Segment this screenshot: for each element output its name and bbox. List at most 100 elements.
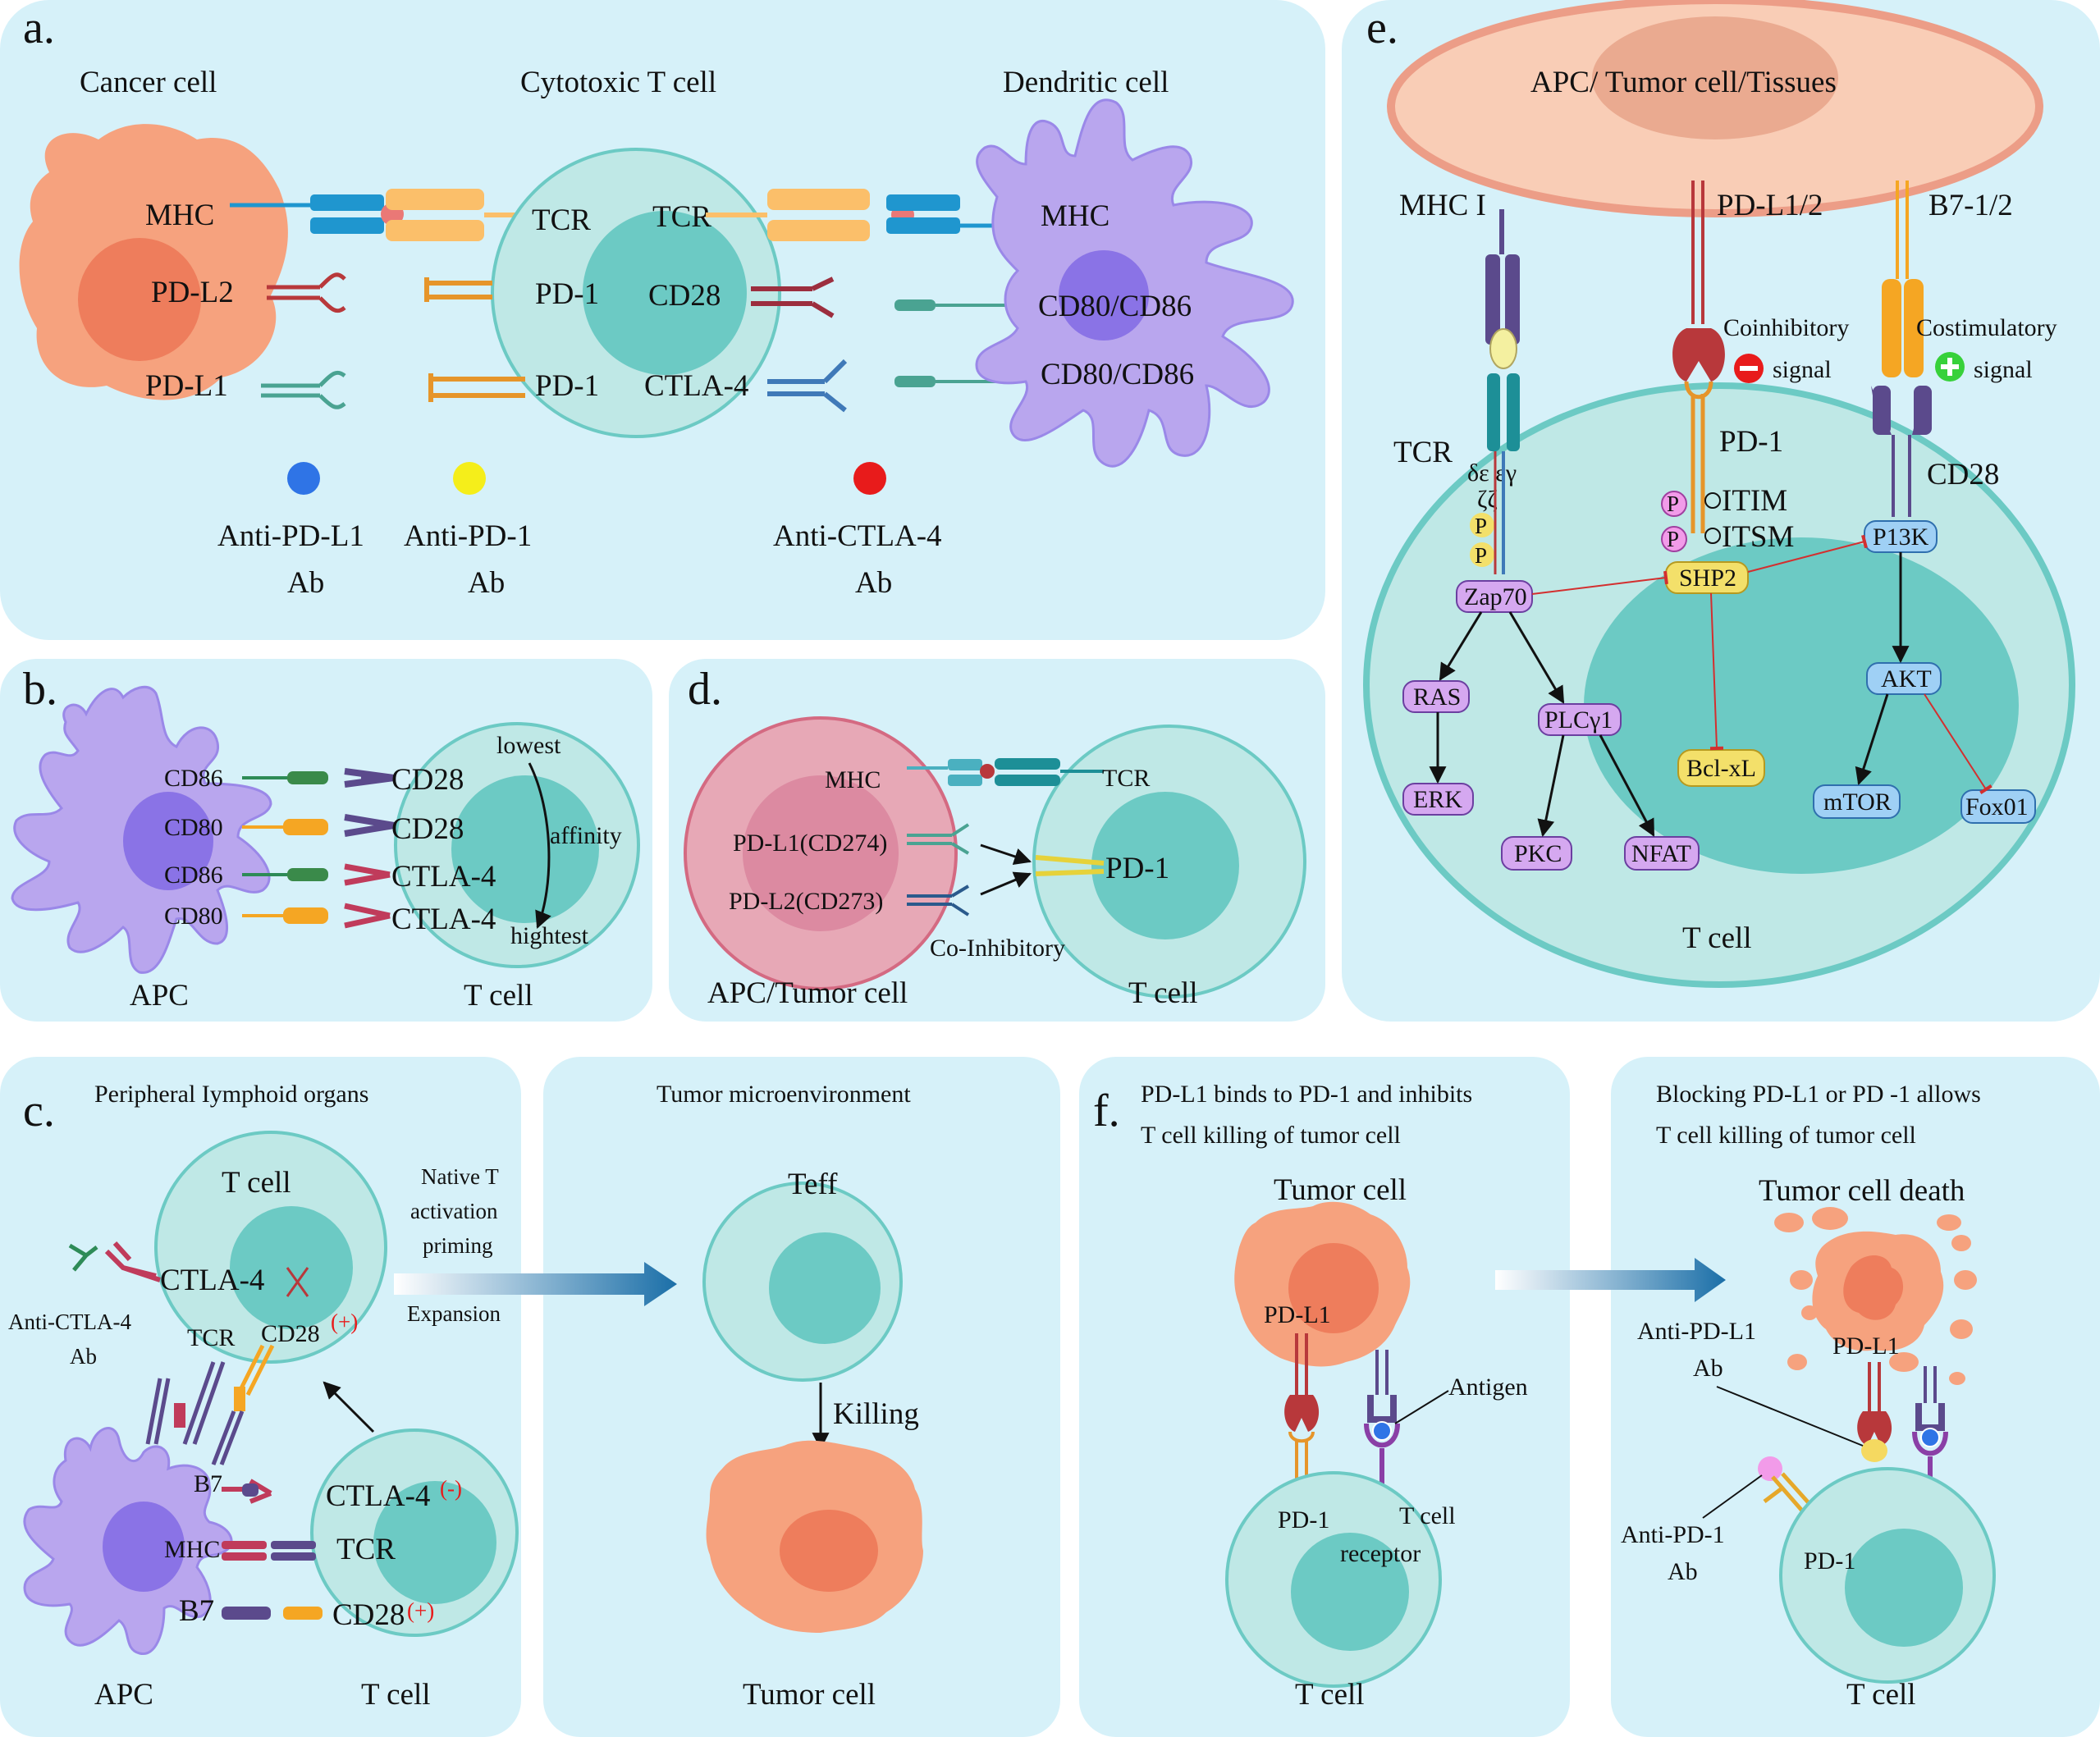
label-erk: ERK: [1413, 786, 1462, 813]
b-label-t-cell: T cell: [464, 979, 533, 1012]
cancer-cell-title: Cancer cell: [80, 66, 217, 99]
itsm-circle-icon: [1704, 528, 1721, 544]
c-label-apc: APC: [94, 1678, 153, 1712]
e-t-cell-nucleus: [1584, 537, 2019, 874]
p-badge-1: [1470, 513, 1494, 537]
c-label-ctla4-top: CTLA-4: [160, 1264, 264, 1297]
p-itim-badge: [1661, 491, 1687, 517]
c-anti-ctla4-antibody: [68, 1243, 98, 1272]
label-coinhibitory: Coinhibitory: [1723, 314, 1849, 341]
label-tcr-right: TCR: [652, 200, 711, 234]
cytotoxic-t-cell-nucleus: [583, 211, 747, 375]
pdl12-ligand: [1672, 328, 1725, 382]
legend-anti-pd1-ab: Ab: [468, 566, 505, 600]
c-label-tcr-mid: TCR: [336, 1533, 396, 1566]
d-label-apc-tumor: APC/Tumor cell: [707, 976, 908, 1010]
label-pd1-top: PD-1: [535, 277, 599, 311]
label-fox01: Fox01: [1965, 793, 2029, 821]
mhc-right-receptor: [886, 194, 960, 211]
anti-ctla4-dot: [853, 462, 886, 495]
f-label-anti-pd1: Anti-PD-1: [1621, 1521, 1725, 1548]
d-label-pd1: PD-1: [1105, 852, 1169, 885]
label-bclxl: Bcl-xL: [1686, 755, 1756, 782]
label-zap70: Zap70: [1464, 583, 1527, 610]
panel-d-letter: d.: [688, 664, 722, 715]
pdl2-ligand: [267, 272, 346, 313]
d-mhc-receptor: [948, 759, 982, 770]
b-label-cd80-2: CD80: [164, 903, 223, 930]
legend-anti-pd1: Anti-PD-1: [404, 519, 532, 553]
d-antigen: [980, 764, 995, 779]
f-label-pdl1-right: PD-L1: [1832, 1332, 1900, 1360]
b-label-cd86-2: CD86: [164, 862, 223, 889]
b-label-cd80-1: CD80: [164, 814, 223, 841]
f-left-title-2: T cell killing of tumor cell: [1141, 1122, 1401, 1149]
mhc-left-receptor: [310, 194, 384, 211]
d-tcr-receptor: [995, 758, 1060, 770]
legend-anti-ctla4-ab: Ab: [855, 566, 892, 600]
c-minus-mid: (-): [440, 1476, 462, 1501]
label-cd80-86-bottom: CD80/CD86: [1041, 358, 1194, 391]
mhc1-receptor: [1485, 254, 1500, 345]
node-mtor: [1813, 784, 1901, 819]
label-tcr-e: TCR: [1393, 436, 1453, 469]
c-gradient-arrow: [394, 1262, 677, 1306]
c-label-cd28-bottom: CD28: [332, 1598, 405, 1632]
d-label-pdl2: PD-L2(CD273): [729, 888, 883, 915]
f-antigen-left: [1372, 1421, 1392, 1441]
label-b712: B7-1/2: [1928, 189, 2013, 222]
e-t-cell-label: T cell: [1682, 921, 1752, 955]
c-right-title: Tumor microenvironment: [657, 1081, 911, 1108]
legend-anti-pdl1: Anti-PD-L1: [217, 519, 364, 553]
c-apc-nucleus: [103, 1502, 185, 1592]
d-apc-tumor-nucleus: [743, 775, 899, 931]
f-t-cell-left-nucleus: [1291, 1533, 1409, 1651]
label-pdl1: PD-L1: [145, 369, 228, 403]
f-label-anti-pdl1-ab: Ab: [1693, 1355, 1723, 1382]
b-label-cd86-1: CD86: [164, 765, 223, 792]
pd1-bottom-receptor: [428, 373, 525, 402]
f-label-antigen: Antigen: [1448, 1374, 1528, 1401]
label-shp2: SHP2: [1679, 565, 1736, 592]
ctla4-receptor: [767, 359, 848, 413]
f-left-title-1: PD-L1 binds to PD-1 and inhibits: [1141, 1081, 1472, 1108]
label-signal-right: signal: [1974, 356, 2033, 383]
f-label-pdl1-left: PD-L1: [1264, 1301, 1331, 1328]
panel-a-letter: a.: [23, 2, 55, 53]
f-t-cell-right-nucleus: [1845, 1529, 1963, 1647]
anti-pd1-dot: [453, 462, 486, 495]
d-pdl1-ligand: [907, 823, 970, 855]
cd80-86-bottom-ligand: [894, 376, 936, 387]
label-akt: AKT: [1881, 665, 1932, 693]
p-badge-2-label: P: [1475, 543, 1487, 568]
c-label-b7-top: B7: [194, 1470, 222, 1497]
c-tcr-mhc-link: [182, 1361, 226, 1445]
b-label-cd28-2: CD28: [391, 812, 464, 846]
b-label-lowest: lowest: [496, 732, 561, 759]
label-cd80-86-top: CD80/CD86: [1038, 290, 1192, 323]
panel-b-letter: b.: [23, 664, 57, 715]
f-anti-pd1-antibody: [1758, 1456, 1782, 1481]
panel-c-letter: c.: [23, 1086, 55, 1136]
p-badge-2: [1470, 542, 1494, 567]
f-label-t-cell-left: T cell: [1295, 1678, 1365, 1712]
c-label-b7-bottom: B7: [179, 1594, 214, 1628]
b-apc-nucleus: [123, 792, 213, 890]
b-cd28-receptor-2: [344, 814, 395, 837]
pdl1-ligand: [261, 370, 346, 409]
label-mhc1: MHC I: [1399, 189, 1486, 222]
f-label-pd1-right: PD-1: [1804, 1547, 1855, 1575]
b712-ligand: [1882, 279, 1901, 377]
label-cd28-e: CD28: [1927, 458, 1999, 491]
f-right-title-1: Blocking PD-L1 or PD -1 allows: [1656, 1081, 1981, 1108]
d-label-t-cell: T cell: [1128, 976, 1198, 1010]
c-label-ctla4-mid: CTLA-4: [326, 1479, 430, 1513]
b-label-affinity: affinity: [550, 822, 622, 849]
b-label-ctla4-1: CTLA-4: [391, 860, 496, 894]
cd80-86-top-ligand: [894, 299, 936, 311]
label-pi3k: P13K: [1873, 523, 1929, 551]
c-label-tcr: TCR: [187, 1324, 235, 1351]
b-cd80-ligand-2: [283, 907, 328, 924]
pd1-e-receptor: [1684, 381, 1713, 533]
